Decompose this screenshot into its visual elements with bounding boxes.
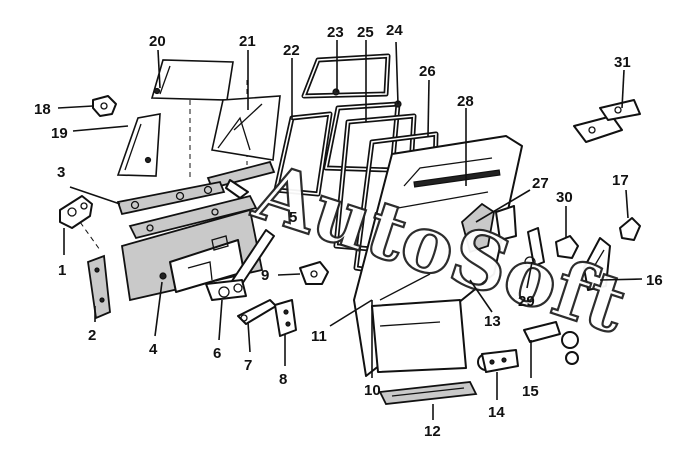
part-1-hinge bbox=[59, 195, 93, 229]
part-6-regulator bbox=[205, 229, 275, 301]
label-3: 3 bbox=[57, 164, 65, 181]
label-13: 13 bbox=[484, 313, 501, 330]
part-3-trim-rail bbox=[116, 180, 226, 216]
label-2: 2 bbox=[88, 327, 96, 344]
part-7-inner-handle bbox=[237, 299, 277, 325]
part-9-clip bbox=[299, 261, 329, 285]
part-31-hinge bbox=[573, 99, 641, 143]
label-28: 28 bbox=[457, 93, 474, 110]
leader-lines bbox=[57, 40, 643, 420]
part-30-knob bbox=[555, 235, 579, 259]
part-12-sill-trim bbox=[378, 381, 478, 405]
part-18-hinge bbox=[92, 95, 117, 117]
label-25: 25 bbox=[357, 24, 374, 41]
part-17-striker bbox=[619, 217, 641, 241]
label-30: 30 bbox=[556, 189, 573, 206]
callout-labels: 1 2 3 4 5 6 7 8 9 10 11 12 13 14 15 16 1… bbox=[34, 22, 663, 440]
label-5: 5 bbox=[289, 209, 297, 226]
part-11-lower-skin bbox=[371, 299, 467, 373]
label-24: 24 bbox=[386, 22, 403, 39]
label-6: 6 bbox=[213, 345, 221, 362]
label-4: 4 bbox=[149, 341, 158, 358]
label-15: 15 bbox=[522, 383, 539, 400]
label-1: 1 bbox=[58, 262, 66, 279]
label-7: 7 bbox=[244, 357, 252, 374]
part-29-latch bbox=[524, 227, 545, 268]
label-19: 19 bbox=[51, 125, 68, 142]
label-18: 18 bbox=[34, 101, 51, 118]
guide-line-3 bbox=[74, 214, 101, 251]
label-10: 10 bbox=[364, 382, 381, 399]
part-23-top-frame bbox=[301, 53, 391, 99]
part-22-seal-frame bbox=[273, 111, 333, 197]
label-23: 23 bbox=[327, 24, 344, 41]
part-4-door-trim-panel bbox=[120, 208, 264, 302]
label-14: 14 bbox=[488, 404, 505, 421]
part-3-lower-rail bbox=[128, 194, 258, 240]
label-29: 29 bbox=[518, 293, 535, 310]
label-17: 17 bbox=[612, 172, 629, 189]
label-8: 8 bbox=[279, 371, 287, 388]
label-9: 9 bbox=[261, 267, 269, 284]
part-14-plate bbox=[481, 349, 519, 373]
part-19-vent-glass bbox=[116, 113, 161, 177]
label-26: 26 bbox=[419, 63, 436, 80]
label-27: 27 bbox=[532, 175, 549, 192]
label-11: 11 bbox=[311, 328, 327, 345]
part-2-edge-strip bbox=[87, 254, 111, 320]
label-21: 21 bbox=[239, 33, 256, 50]
label-12: 12 bbox=[424, 423, 441, 440]
part-20-glass-pane bbox=[150, 59, 234, 101]
part-21-window-glass bbox=[211, 95, 281, 161]
label-20: 20 bbox=[149, 33, 166, 50]
label-31: 31 bbox=[614, 54, 631, 71]
label-16: 16 bbox=[646, 272, 663, 289]
part-8-escutcheon bbox=[274, 299, 297, 337]
part-16-outer-handle bbox=[583, 237, 611, 291]
part-15-key-cylinder bbox=[523, 321, 579, 365]
label-22: 22 bbox=[283, 42, 300, 59]
